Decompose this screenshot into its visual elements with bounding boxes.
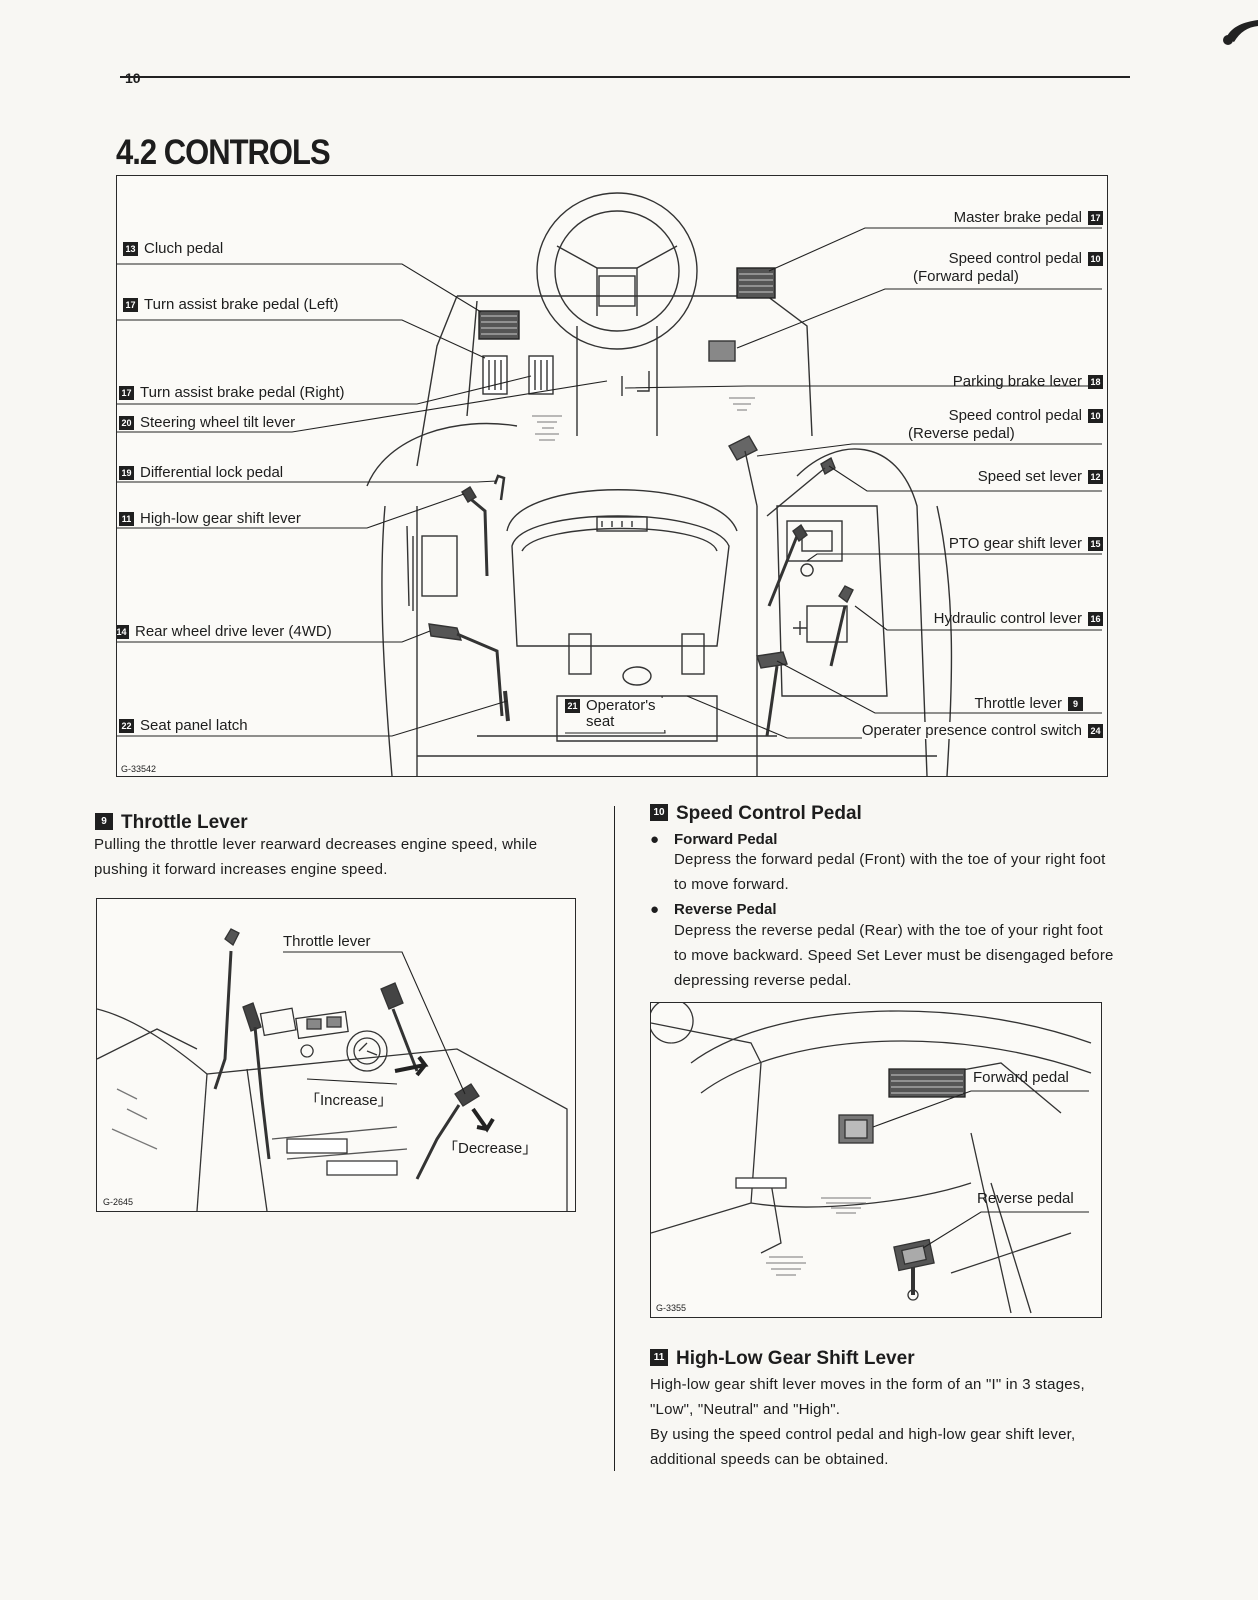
speed-pedal-figure-code: G-3355 — [656, 1303, 687, 1313]
forward-pedal-label: Forward pedal — [973, 1069, 1069, 1086]
forward-pedal-title: Forward Pedal — [674, 831, 778, 848]
bullet-forward: ● — [650, 831, 660, 848]
throttle-illustration — [97, 928, 568, 1211]
reverse-pedal-label: Reverse pedal — [977, 1190, 1074, 1207]
callout-speed-control-reverse-sub: (Reverse pedal) — [908, 425, 1015, 442]
throttle-figure: Throttle lever 「Increase」 「Decrease」 G-2… — [96, 898, 576, 1212]
throttle-figure-code: G-2645 — [103, 1197, 134, 1207]
section-title: 4.2 CONTROLS — [116, 132, 331, 173]
figure-code: G-33542 — [121, 764, 157, 774]
reverse-pedal-title: Reverse Pedal — [674, 901, 777, 918]
decrease-label: 「Decrease」 — [443, 1137, 538, 1158]
bullet-reverse: ● — [650, 901, 660, 918]
binder-mark — [1223, 20, 1258, 45]
tractor-cockpit-illustration — [117, 192, 1102, 776]
callout-speed-control-forward-sub: (Forward pedal) — [913, 268, 1019, 285]
column-divider — [614, 806, 615, 1471]
throttle-description: Pulling the throttle lever rearward decr… — [94, 836, 538, 878]
speed-pedal-figure: Forward pedal Reverse pedal G-3355 — [650, 1002, 1102, 1318]
high-low-description: High-low gear shift lever moves in the f… — [650, 1376, 1085, 1418]
forward-pedal-text: Depress the forward pedal (Front) with t… — [674, 851, 1106, 893]
page-number: 10 — [125, 70, 141, 86]
increase-label: 「Increase」 — [305, 1089, 393, 1110]
speed-pedal-illustration — [651, 1003, 1092, 1314]
reverse-pedal-text: Depress the reverse pedal (Rear) with th… — [674, 922, 1114, 989]
header-rule — [120, 76, 1130, 78]
throttle-lever-label: Throttle lever — [283, 933, 371, 950]
high-low-description-2: By using the speed control pedal and hig… — [650, 1426, 1076, 1468]
